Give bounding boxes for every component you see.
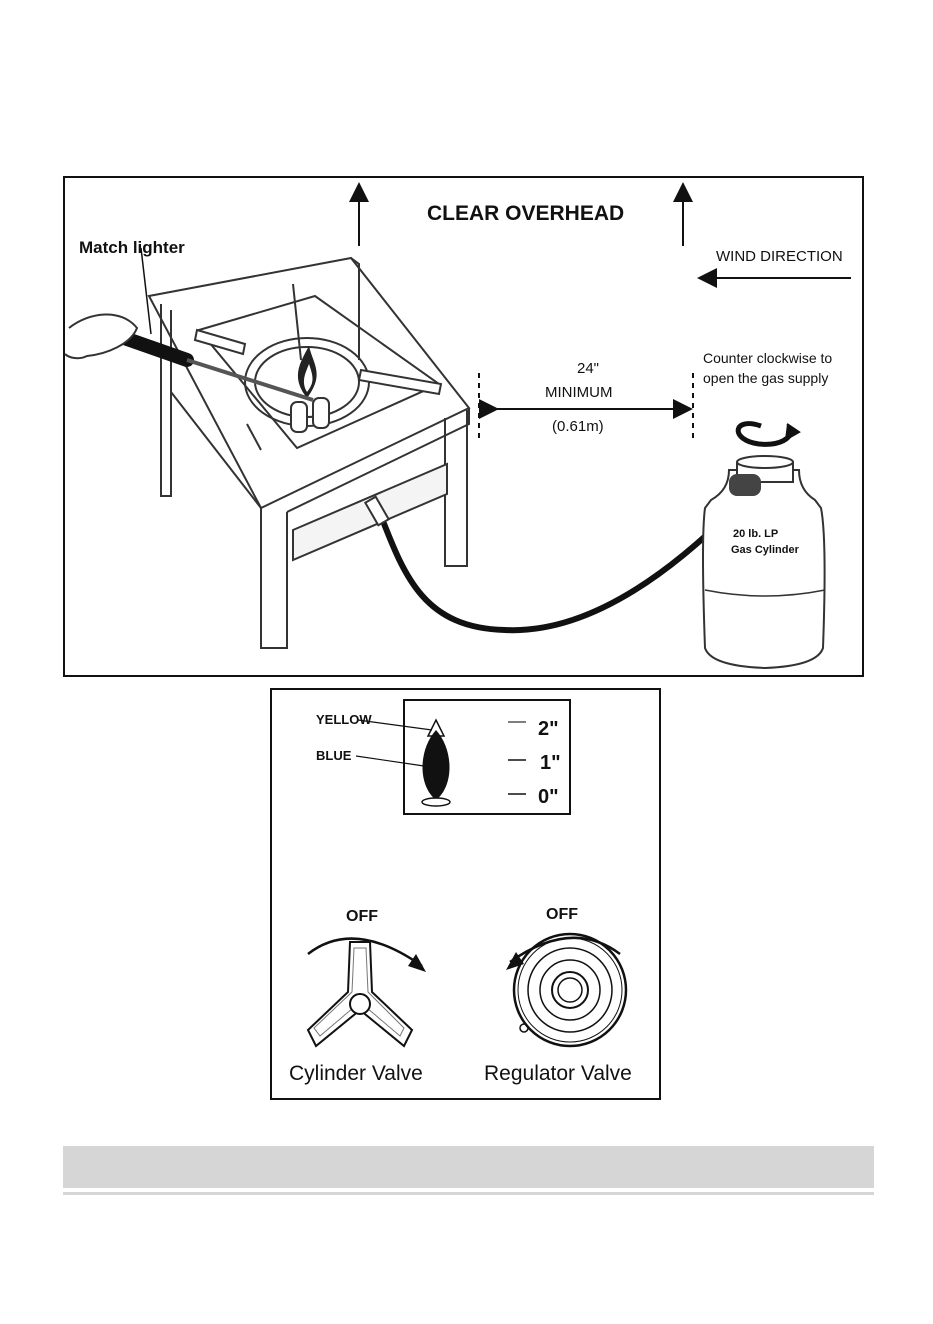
blue-label: BLUE (316, 748, 351, 763)
wind-direction-label: WIND DIRECTION (716, 248, 843, 265)
cylinder-valve-label: Cylinder Valve (289, 1062, 423, 1086)
counter-clockwise-label-line2: open the gas supply (703, 370, 828, 386)
flame-and-valve-diagram: YELLOW BLUE 2" 1" 0" OFF OFF Cylinder Va… (270, 688, 661, 1100)
burner-stand-icon (149, 258, 469, 648)
gas-hose-icon (381, 508, 735, 630)
cylinder-label-line2: Gas Cylinder (731, 544, 799, 556)
yellow-label: YELLOW (316, 712, 372, 727)
scale-label-0-inch: 0" (538, 786, 559, 809)
rotation-arrow-icon (738, 424, 791, 445)
footer-band (63, 1146, 874, 1188)
regulator-valve-icon (514, 934, 626, 1046)
counter-clockwise-label-line1: Counter clockwise to (703, 350, 832, 366)
regulator-valve-label: Regulator Valve (484, 1062, 632, 1086)
distance-minimum-label: MINIMUM (545, 384, 613, 401)
cylinder-label-line1: 20 lb. LP (733, 528, 778, 540)
cylinder-valve-icon (308, 942, 412, 1046)
scale-label-2-inch: 2" (538, 718, 559, 741)
distance-metric-label: (0.61m) (552, 418, 604, 435)
gas-cylinder-icon (703, 456, 825, 668)
regulator-off-label: OFF (546, 906, 578, 924)
clear-overhead-label: CLEAR OVERHEAD (427, 202, 624, 226)
burner-setup-diagram: CLEAR OVERHEAD Match lighter WIND DIRECT… (63, 176, 864, 677)
match-lighter-label: Match lighter (79, 238, 185, 258)
footer-rule (63, 1192, 874, 1195)
hand-icon (65, 314, 137, 358)
scale-label-1-inch: 1" (540, 752, 561, 775)
cylinder-off-label: OFF (346, 908, 378, 926)
distance-value-label: 24" (577, 360, 599, 377)
